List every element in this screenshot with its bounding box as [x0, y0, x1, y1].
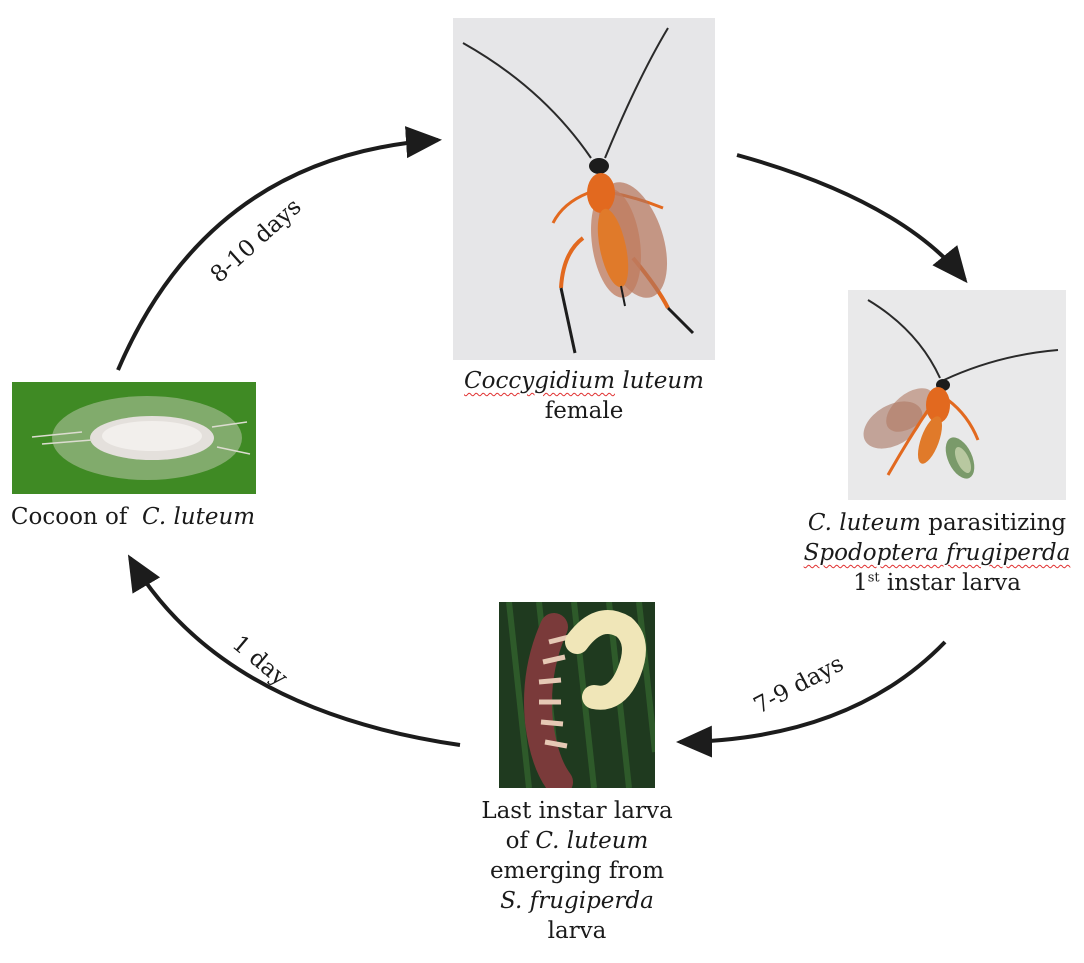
adult-female-wasp-photo	[453, 18, 715, 360]
parasitizing-verb: parasitizing	[928, 510, 1066, 536]
arrow-last-larva-to-cocoon	[130, 558, 460, 745]
adult-female-caption: Coccygidium luteum female	[434, 366, 734, 426]
last-instar-larva-photo	[499, 602, 655, 788]
cocoon-photo	[12, 382, 256, 494]
adult-species: luteum	[622, 368, 704, 394]
cocoon-prefix: Cocoon of	[11, 504, 128, 530]
last-instar-larva-caption: Last instar larva of C. luteum emerging …	[437, 796, 717, 946]
parasitizing-host-name: Spodoptera frugiperda	[804, 540, 1071, 566]
last-larva-host-name: S. frugiperda	[500, 888, 654, 914]
instar-ordinal-suffix: st	[868, 570, 880, 585]
cocoon-wasp-name: C. luteum	[142, 504, 255, 530]
last-larva-line1: Last instar larva	[437, 796, 717, 826]
last-larva-wasp-name: C. luteum	[535, 828, 648, 854]
instar-number: 1	[853, 570, 868, 596]
arrow-adult-to-parasitizing	[737, 155, 965, 280]
last-larva-line5: larva	[437, 916, 717, 946]
parasitizing-wasp-name: C. luteum	[808, 510, 921, 536]
cocoon-caption: Cocoon of C. luteum	[0, 502, 266, 532]
adult-genus: Coccygidium	[464, 368, 615, 394]
parasitizing-caption: C. luteum parasitizing Spodoptera frugip…	[792, 508, 1082, 598]
parasitizing-wasp-photo	[848, 290, 1066, 500]
instar-label: instar larva	[887, 570, 1021, 596]
last-larva-line2-prefix: of	[506, 828, 536, 854]
arrow-cocoon-to-adult	[118, 140, 438, 370]
adult-sex: female	[434, 396, 734, 426]
last-larva-line3: emerging from	[437, 856, 717, 886]
